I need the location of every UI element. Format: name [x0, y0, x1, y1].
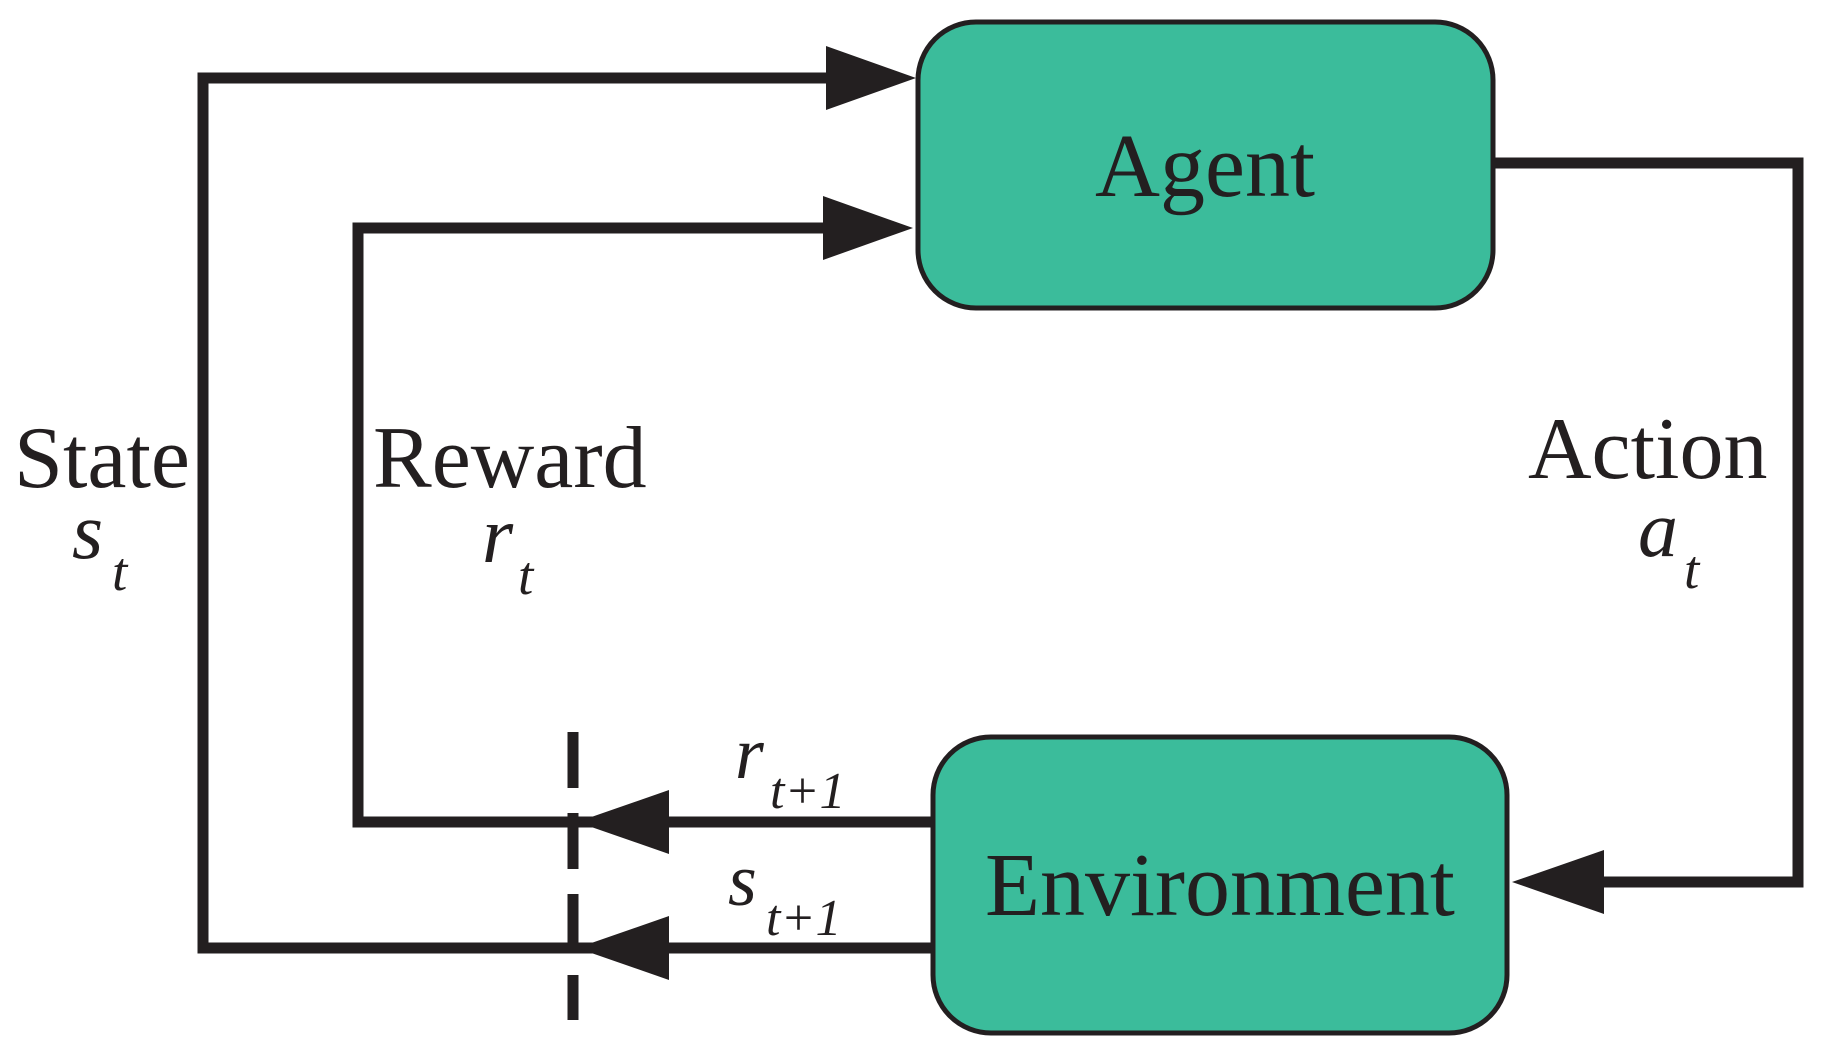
- environment-node: [930, 734, 1510, 1036]
- reward-label: Reward: [373, 410, 647, 507]
- agent-node: [915, 19, 1496, 311]
- action-symbol: a: [1638, 486, 1678, 574]
- state-to-agent-arrowhead: [826, 46, 916, 110]
- reward-subscript: t: [518, 545, 535, 606]
- state-label: State: [14, 410, 190, 507]
- reward-symbol: r: [482, 492, 514, 580]
- action-to-environment-arrowhead: [1512, 850, 1604, 914]
- next-state-subscript: t+1: [766, 890, 842, 947]
- action-edge: [1493, 157, 1804, 888]
- next-reward-arrowhead: [577, 790, 669, 854]
- next-reward-symbol: r: [735, 713, 765, 795]
- environment-label: Environment: [985, 836, 1455, 935]
- state-subscript: t: [112, 541, 129, 602]
- next-reward-subscript: t+1: [770, 763, 846, 820]
- reward-edge: [352, 222, 933, 828]
- agent-label: Agent: [1095, 117, 1315, 216]
- state-symbol: s: [72, 488, 103, 576]
- action-label: Action: [1528, 401, 1768, 498]
- next-state-arrowhead: [577, 916, 669, 980]
- reward-to-agent-arrowhead: [823, 196, 913, 260]
- action-subscript: t: [1684, 539, 1701, 600]
- next-state-symbol: s: [728, 840, 757, 922]
